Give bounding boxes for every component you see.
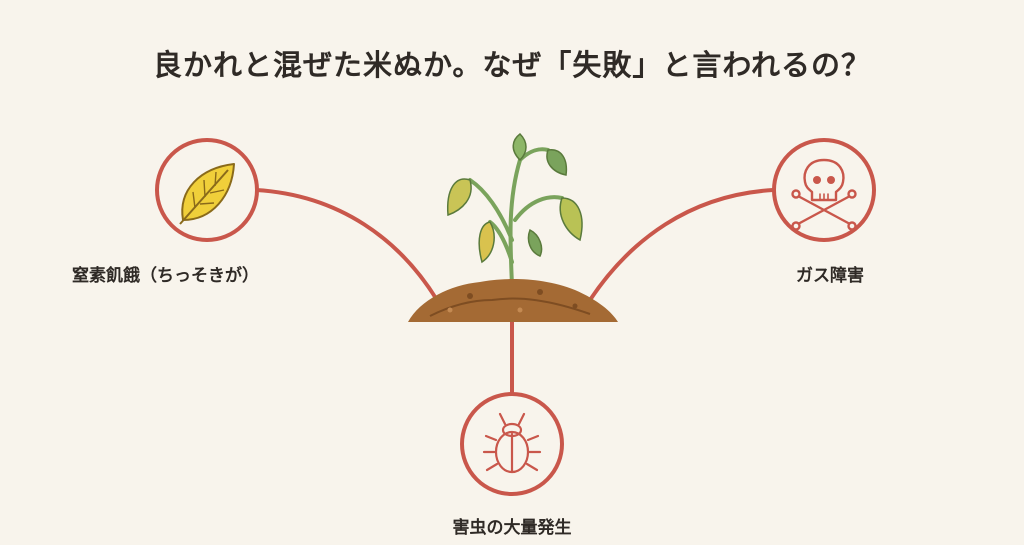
page-title: 良かれと混ぜた米ぬか。なぜ「失敗」と言われるの？: [153, 48, 871, 82]
beetle-icon: [482, 412, 542, 474]
label-gas-damage: ガス障害: [796, 266, 864, 286]
connector-right: [588, 188, 775, 302]
node-pest-outbreak: [460, 392, 564, 496]
wilting-plant-icon: [408, 133, 618, 322]
yellow-leaf-icon: [179, 163, 235, 225]
plant-leaves: [447, 133, 583, 264]
node-nitrogen-starvation: [155, 138, 259, 242]
label-nitrogen-starvation: 窒素飢餓（ちっそきが）: [72, 266, 259, 286]
connector-left: [254, 188, 439, 302]
skull-crossbones-icon: [791, 158, 857, 231]
node-gas-damage: [772, 138, 876, 242]
label-pest-outbreak: 害虫の大量発生: [452, 518, 572, 538]
plant-stems: [468, 147, 564, 287]
soil-mound: [408, 279, 618, 322]
